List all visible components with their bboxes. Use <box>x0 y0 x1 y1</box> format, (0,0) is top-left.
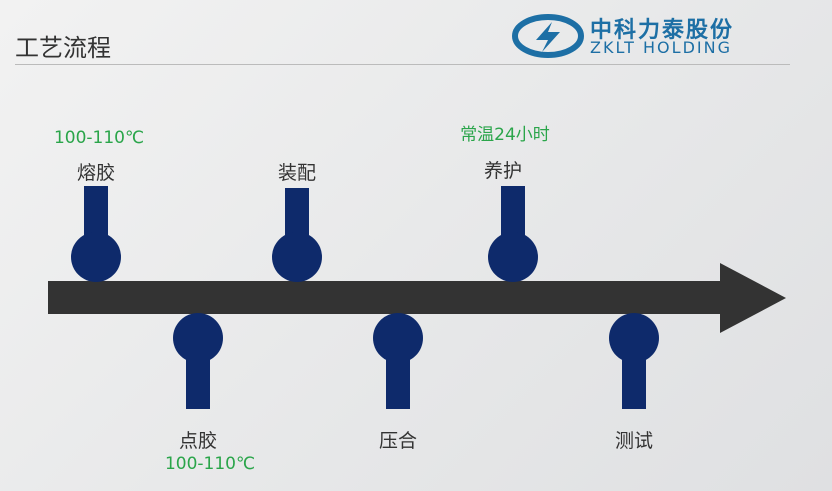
step-label: 点胶 <box>178 430 217 452</box>
step-note: 常温24小时 <box>460 125 550 145</box>
step-label: 装配 <box>277 162 316 184</box>
logo-chinese-name: 中科力泰股份 <box>590 18 735 43</box>
logo-emblem-icon <box>512 14 584 58</box>
timeline-arrow-shaft <box>48 281 723 314</box>
step-label: 测试 <box>614 430 653 452</box>
company-logo: 中科力泰股份 ZKLT HOLDING <box>512 12 792 60</box>
logo-english-name: ZKLT HOLDING <box>590 38 732 57</box>
step-label: 熔胶 <box>76 162 115 184</box>
timeline-arrow-head <box>720 263 786 333</box>
step-label: 养护 <box>483 160 522 182</box>
page-title: 工艺流程 <box>15 34 111 62</box>
step-label: 压合 <box>378 430 417 452</box>
step-note: 100-110℃ <box>53 128 145 148</box>
title-divider <box>15 64 790 65</box>
step-note: 100-110℃ <box>164 454 256 474</box>
